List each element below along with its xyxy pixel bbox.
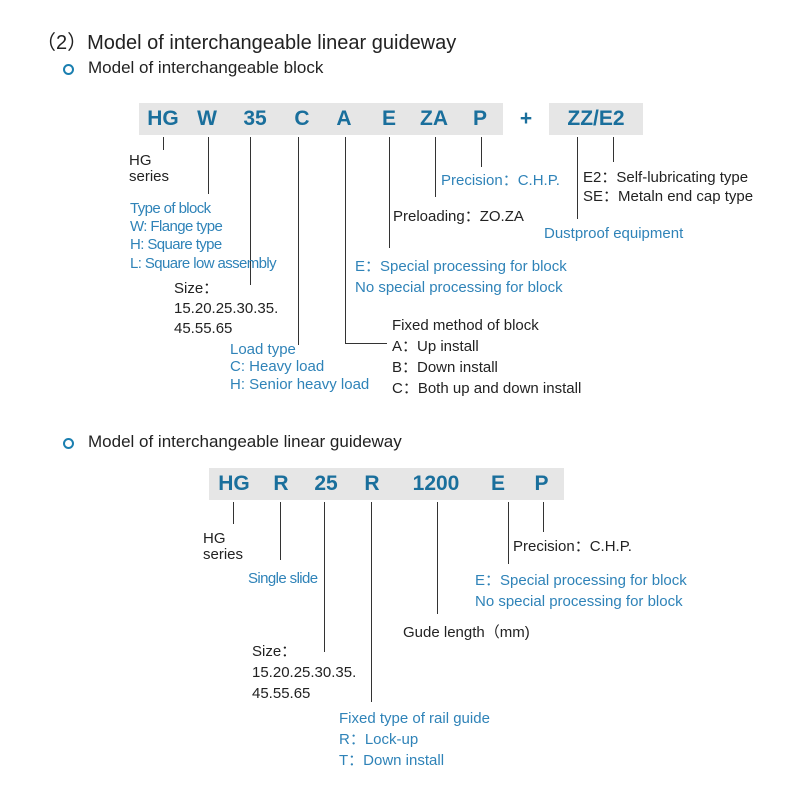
type-of-block-l: L: Square low assembly — [130, 255, 277, 272]
load-type-title: Load type — [230, 341, 296, 358]
rail-code-25: 25 — [314, 472, 338, 495]
hg-series-line1: HG — [129, 152, 152, 169]
leader-w — [208, 137, 209, 194]
rail-special-processing-none: No special processing for block — [475, 593, 683, 610]
dustproof-label: Dustproof equipment — [544, 225, 684, 242]
code-a: A — [336, 107, 352, 130]
code-35: 35 — [243, 107, 267, 130]
rail-size-line2: 45.55.65 — [252, 685, 311, 702]
size-line2: 45.55.65 — [174, 320, 233, 337]
leader-a-h — [345, 343, 387, 344]
rail-size-line1: 15.20.25.30.35. — [252, 664, 357, 681]
rail-code-hg: HG — [218, 472, 250, 495]
block-code-band — [139, 103, 643, 135]
code-plus: + — [503, 103, 549, 135]
rail-leader-r — [280, 502, 281, 560]
type-of-block-title: Type of block — [130, 200, 211, 217]
fixed-method-b: B：Down install — [392, 359, 498, 376]
page-title: （2）Model of interchangeable linear guide… — [36, 32, 457, 54]
rail-section-heading: Model of interchangeable linear guideway — [88, 432, 402, 451]
rail-special-processing-e: E：Special processing for block — [475, 572, 687, 589]
leader-za — [435, 137, 436, 197]
code-p: P — [472, 107, 487, 130]
load-type-h: H: Senior heavy load — [230, 376, 370, 393]
rail-code-1200: 1200 — [412, 472, 460, 495]
rail-hg-series-line1: HG — [203, 530, 226, 547]
leader-e2 — [613, 137, 614, 162]
rail-code-e: E — [490, 472, 505, 495]
leader-e — [389, 137, 390, 248]
rail-leader-r2 — [371, 502, 372, 702]
end-cap-e2: E2：Self-lubricating type — [583, 169, 749, 186]
rail-code-p: P — [534, 472, 549, 495]
rail-hg-series-line2: series — [203, 546, 244, 563]
leader-p — [481, 137, 482, 167]
rail-code-r: R — [273, 472, 289, 495]
end-cap-se: SE：Metaln end cap type — [583, 188, 754, 205]
type-of-block-w: W: Flange type — [130, 218, 223, 235]
load-type-c: C: Heavy load — [230, 358, 325, 375]
rail-precision-label: Precision：C.H.P. — [513, 538, 632, 555]
leader-hg — [163, 137, 164, 150]
rail-leader-p — [543, 502, 544, 532]
rail-code-r2: R — [364, 472, 380, 495]
fixed-type-t: T：Down install — [339, 752, 445, 769]
single-slide-label: Single slide — [248, 570, 318, 587]
size-title: Size： — [174, 280, 219, 297]
special-processing-none: No special processing for block — [355, 279, 563, 296]
precision-label: Precision：C.H.P. — [441, 172, 560, 189]
fixed-type-title: Fixed type of rail guide — [339, 710, 490, 727]
size-line1: 15.20.25.30.35. — [174, 300, 279, 317]
code-hg: HG — [147, 107, 179, 130]
rail-size-title: Size： — [252, 643, 297, 660]
leader-a — [345, 137, 346, 343]
type-of-block-h: H: Square type — [130, 236, 222, 253]
bullet-icon — [63, 64, 74, 75]
bullet-icon — [63, 438, 74, 449]
preloading-label: Preloading：ZO.ZA — [393, 208, 524, 225]
rail-leader-hg — [233, 502, 234, 524]
leader-zz — [577, 137, 578, 219]
code-e: E — [381, 107, 396, 130]
guide-length-label: Gude length（mm) — [403, 624, 530, 641]
rail-leader-1200 — [437, 502, 438, 614]
special-processing-e: E：Special processing for block — [355, 258, 567, 275]
leader-c — [298, 137, 299, 345]
fixed-method-a: A：Up install — [392, 338, 479, 355]
rail-leader-25 — [324, 502, 325, 652]
code-w: W — [197, 107, 217, 130]
leader-35 — [250, 137, 251, 285]
rail-code-band — [209, 468, 564, 500]
code-za: ZA — [420, 107, 448, 130]
fixed-type-r: R：Lock-up — [339, 731, 419, 748]
code-c: C — [294, 107, 310, 130]
rail-leader-e — [508, 502, 509, 564]
code-zz-e2: ZZ/E2 — [567, 107, 625, 130]
fixed-method-c: C：Both up and down install — [392, 380, 582, 397]
block-section-heading: Model of interchangeable block — [88, 58, 324, 77]
fixed-method-title: Fixed method of block — [392, 317, 539, 334]
hg-series-line2: series — [129, 168, 170, 185]
